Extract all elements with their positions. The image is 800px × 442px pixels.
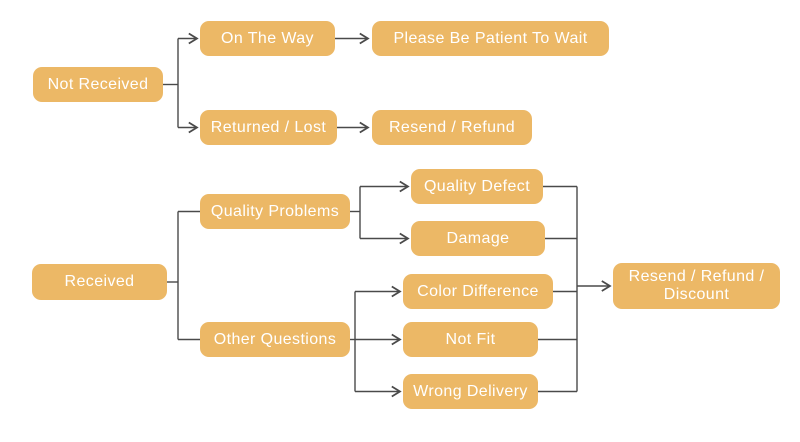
node-returned-lost: Returned / Lost	[200, 110, 337, 145]
node-quality-problems: Quality Problems	[200, 194, 350, 229]
branch-other-questions	[350, 285, 402, 398]
node-on-the-way: On The Way	[200, 21, 335, 56]
branch-received	[167, 210, 200, 341]
node-received: Received	[32, 264, 167, 300]
branch-convergence	[538, 185, 612, 393]
node-resend-refund-discount: Resend / Refund / Discount	[613, 263, 780, 309]
node-wrong-delivery: Wrong Delivery	[403, 374, 538, 409]
node-damage: Damage	[411, 221, 545, 256]
node-color-difference: Color Difference	[403, 274, 553, 309]
node-other-questions: Other Questions	[200, 322, 350, 357]
node-quality-defect: Quality Defect	[411, 169, 543, 204]
node-resend-refund: Resend / Refund	[372, 110, 532, 145]
node-please-be-patient-to-wait: Please Be Patient To Wait	[372, 21, 609, 56]
node-not-received: Not Received	[33, 67, 163, 102]
branch-quality-problems	[350, 180, 410, 245]
branch-not-received	[163, 32, 370, 134]
node-not-fit: Not Fit	[403, 322, 538, 357]
